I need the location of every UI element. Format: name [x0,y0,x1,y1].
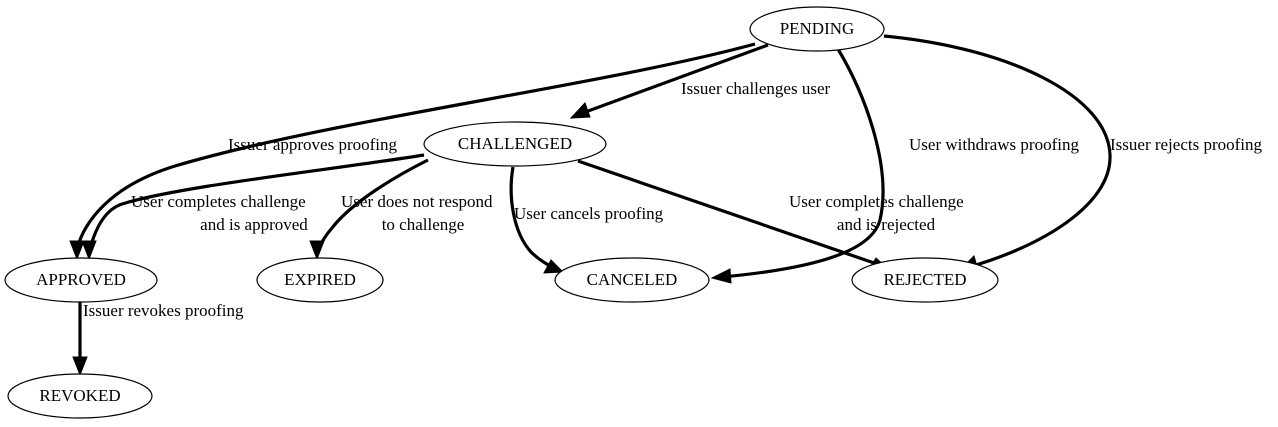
edge-label-user-completes-challenge-rejected-line2: and is rejected [837,215,936,234]
node-pending[interactable]: PENDING [749,6,885,52]
edge-label-user-does-not-respond-line2: to challenge [382,215,465,234]
edge-path-pending-canceled [721,48,885,279]
node-label-expired: EXPIRED [284,270,356,289]
edge-challenged-to-expired [309,158,429,261]
edge-label-issuer-challenges-user: Issuer challenges user [681,79,831,98]
node-rejected[interactable]: REJECTED [851,257,999,303]
edge-path-challenged-canceled [509,166,555,270]
node-approved[interactable]: APPROVED [4,257,158,303]
node-shape-revoked[interactable] [7,373,153,419]
edge-path-pending-approved [75,42,756,250]
node-shape-approved[interactable] [4,257,158,303]
edge-label-user-completes-challenge-rejected-line1: User completes challenge [789,192,964,211]
edge-label-user-completes-challenge-approved-line1: User completes challenge [131,192,306,211]
arrowhead-challenged-expired [309,240,325,261]
node-label-pending: PENDING [780,19,855,38]
node-shape-challenged[interactable] [423,121,607,167]
node-shape-rejected[interactable] [851,257,999,303]
edge-path-pending-rejected [883,34,1112,269]
edge-approved-to-revoked [72,302,88,377]
edge-challenged-to-canceled [509,166,565,274]
node-expired[interactable]: EXPIRED [256,257,384,303]
arrowhead-pending-challenged [569,102,591,119]
node-label-rejected: REJECTED [883,270,966,289]
node-label-approved: APPROVED [36,270,126,289]
arrowhead-pending-canceled [710,268,732,284]
edge-path-challenged-approved [88,153,425,250]
node-revoked[interactable]: REVOKED [7,373,153,419]
node-canceled[interactable]: CANCELED [554,257,710,303]
arrowhead-approved-revoked [72,356,88,377]
node-shape-expired[interactable] [256,257,384,303]
edge-challenged-to-approved [81,153,425,261]
edge-label-user-withdraws-proofing: User withdraws proofing [909,135,1079,154]
edge-pending-to-canceled [710,48,885,284]
node-label-revoked: REVOKED [39,386,120,405]
edge-pending-to-challenged [569,43,769,119]
edge-path-challenged-rejected [577,159,878,266]
edge-path-pending-challenged [579,43,769,116]
edge-label-issuer-approves-proofing: Issuer approves proofing [228,135,398,154]
arrowhead-challenged-approved [81,240,97,261]
arrowhead-challenged-canceled [543,259,565,274]
arrowhead-pending-approved [69,240,85,261]
edge-label-user-completes-challenge-approved-line2: and is approved [200,215,308,234]
edge-label-issuer-rejects-proofing: Issuer rejects proofing [1110,135,1263,154]
node-label-challenged: CHALLENGED [458,134,572,153]
node-shape-canceled[interactable] [554,257,710,303]
node-shape-pending[interactable] [749,6,885,52]
edge-label-user-does-not-respond-line1: User does not respond [341,192,493,211]
edge-pending-to-approved [69,42,756,261]
edge-label-issuer-revokes-proofing: Issuer revokes proofing [83,301,244,320]
edge-label-user-cancels-proofing: User cancels proofing [514,204,664,223]
node-challenged[interactable]: CHALLENGED [423,121,607,167]
node-label-canceled: CANCELED [587,270,678,289]
